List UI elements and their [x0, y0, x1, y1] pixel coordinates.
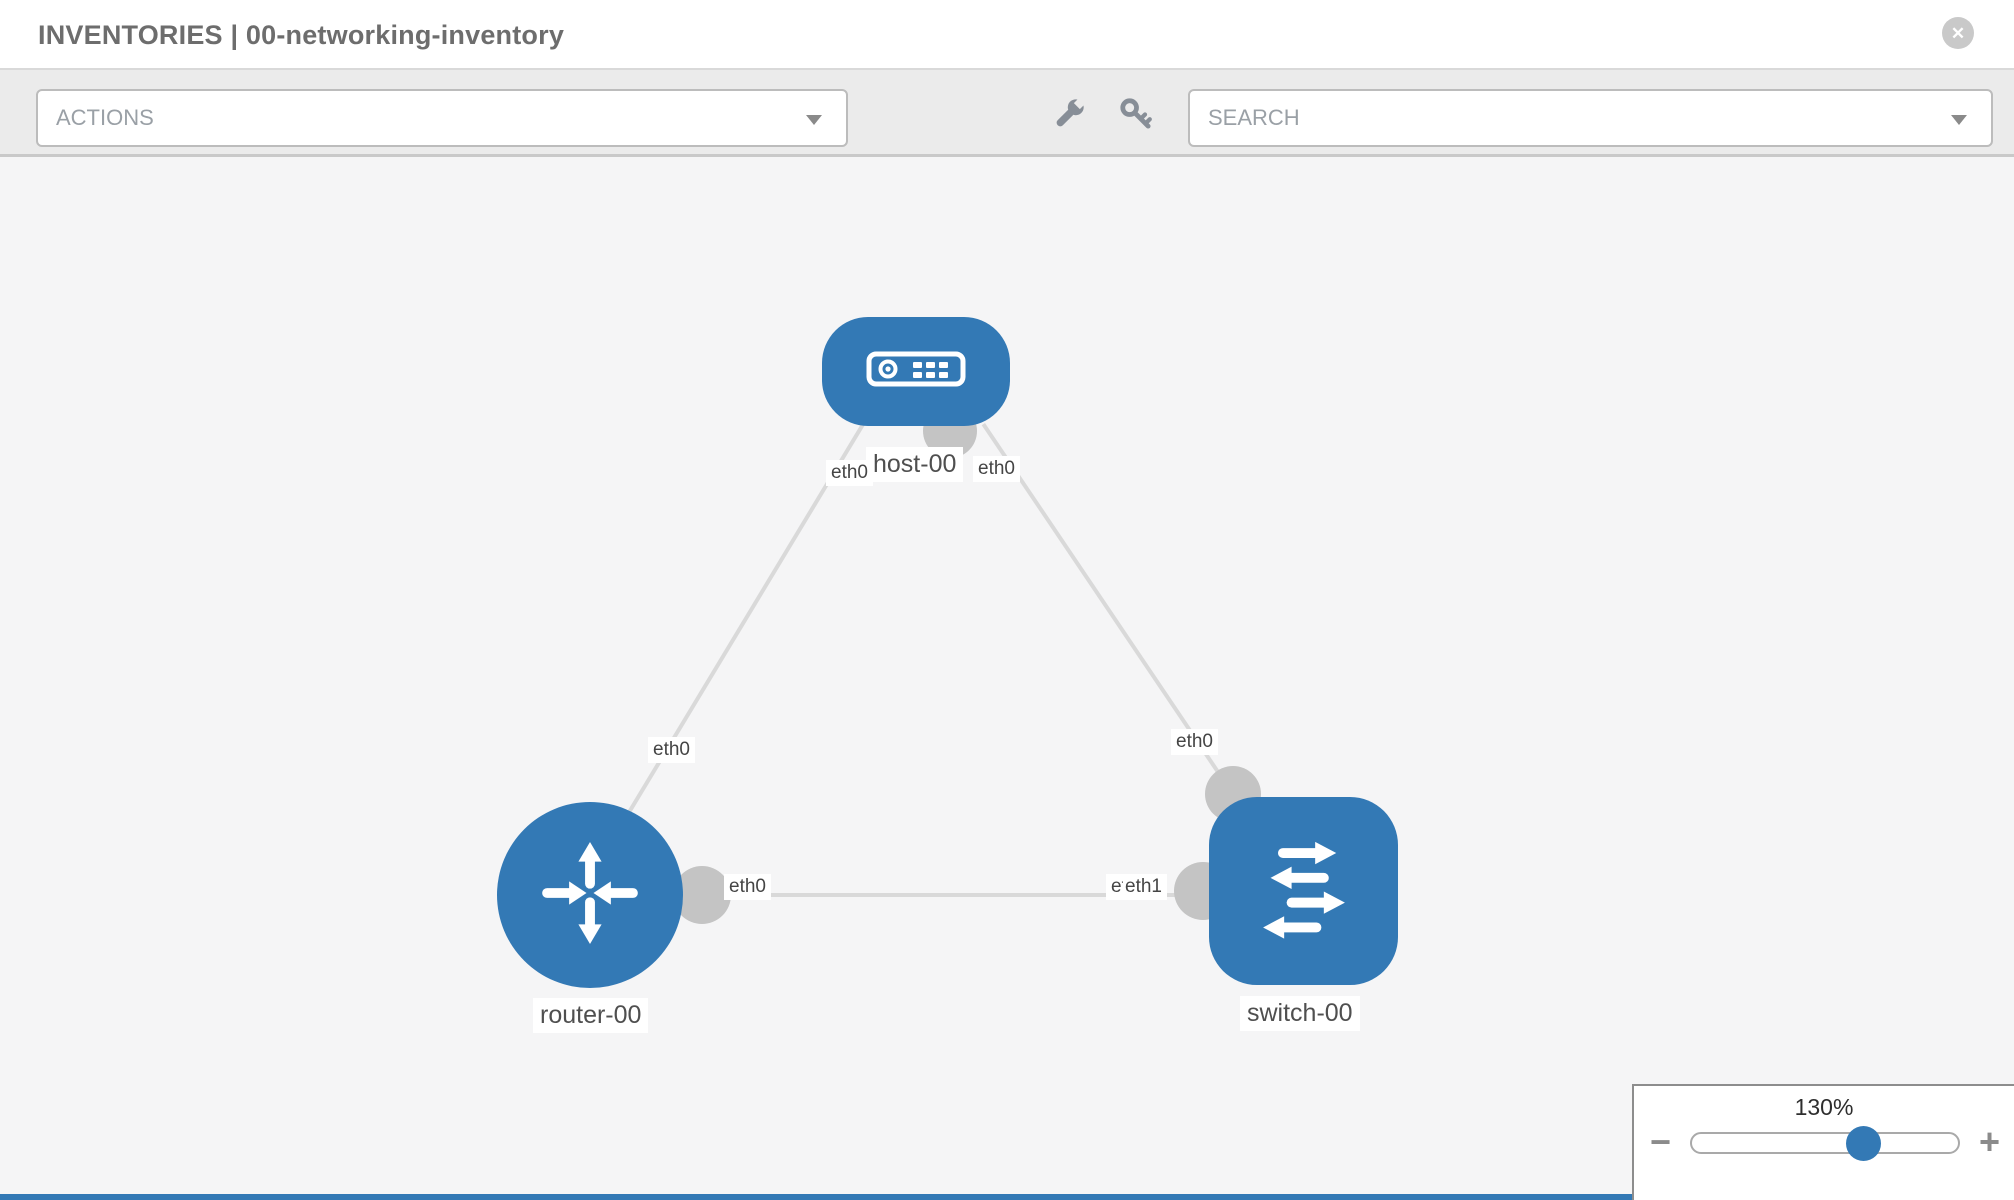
- switch-icon: [1242, 827, 1366, 956]
- chevron-down-icon: [1951, 115, 1967, 125]
- zoom-slider-track[interactable]: [1690, 1132, 1960, 1154]
- page-title: INVENTORIES | 00-networking-inventory: [38, 20, 565, 50]
- link-router-switch: [700, 893, 1205, 897]
- if-label-switch-left-overlapping: eth0 eth1: [1106, 874, 1167, 900]
- node-label-switch: switch-00: [1240, 996, 1360, 1031]
- zoom-slider-handle[interactable]: [1846, 1126, 1881, 1161]
- actions-dropdown[interactable]: ACTIONS: [36, 89, 848, 147]
- node-switch-00[interactable]: [1209, 797, 1398, 985]
- if-label-front: eth1: [1123, 874, 1167, 900]
- node-label-router: router-00: [533, 998, 649, 1033]
- node-router-00[interactable]: [497, 802, 683, 988]
- close-glyph: ✕: [1950, 23, 1966, 43]
- header-bar: INVENTORIES | 00-networking-inventory ✕: [0, 0, 2014, 70]
- chevron-down-icon: [806, 115, 822, 125]
- wrench-icon[interactable]: [1051, 96, 1087, 137]
- zoom-in-button[interactable]: +: [1978, 1121, 2000, 1162]
- host-icon: [866, 350, 966, 393]
- search-placeholder: SEARCH: [1208, 105, 1300, 130]
- if-label-router-top: eth0: [648, 737, 695, 763]
- zoom-level-text: 130%: [1794, 1094, 1854, 1120]
- close-icon[interactable]: ✕: [1942, 17, 1974, 49]
- if-label-router-right: eth0: [724, 874, 771, 900]
- if-label-host-left: eth0: [826, 460, 873, 486]
- search-input[interactable]: SEARCH: [1188, 89, 1993, 147]
- if-label-switch-top: eth0: [1171, 729, 1218, 755]
- actions-dropdown-label: ACTIONS: [56, 105, 154, 130]
- if-label-clipped: eth0: [1106, 874, 1123, 900]
- node-label-host: host-00: [866, 447, 964, 482]
- router-icon: [532, 835, 648, 956]
- key-icon[interactable]: [1118, 96, 1154, 137]
- if-label-host-right: eth0: [973, 456, 1020, 482]
- toolbar: ACTIONS SEARCH: [0, 70, 2014, 157]
- footer-accent-bar: [0, 1194, 1632, 1200]
- zoom-out-button[interactable]: −: [1650, 1121, 1672, 1162]
- node-host-00[interactable]: [822, 317, 1010, 426]
- topology-canvas[interactable]: host-00 router-00 switch-00 eth0 eth0 et…: [0, 157, 2014, 1200]
- zoom-control-panel: 130% − +: [1632, 1084, 2014, 1200]
